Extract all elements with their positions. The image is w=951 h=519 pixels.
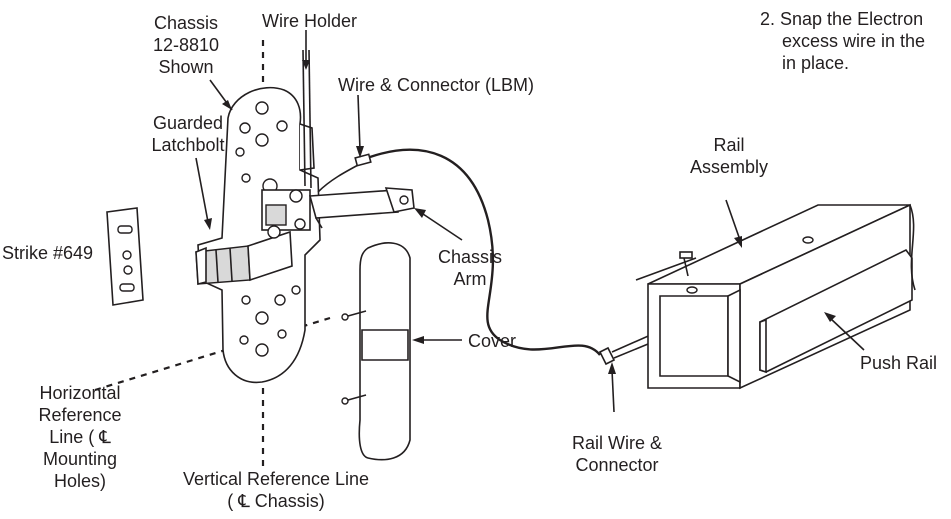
instruction-line-3: in place.: [782, 53, 850, 73]
rail-assembly: [647, 203, 916, 390]
instruction-line-2: excess wire in the: [782, 31, 926, 51]
rail-wire-label-line: Rail Wire &: [571, 433, 662, 453]
chassis-label-line: Shown: [158, 57, 214, 77]
horizontal-ref-label-line: Horizontal: [39, 383, 121, 403]
rail-assembly-label-line: Assembly: [689, 157, 769, 177]
latchbolt-label-line: Latchbolt: [151, 135, 225, 155]
cover: [341, 242, 411, 461]
strike-plate: [106, 207, 144, 306]
latchbolt-label-line: Guarded: [152, 113, 224, 133]
chassis-arm: [308, 187, 415, 229]
vertical-reference-label: Vertical Reference Line ( ℄ Chassis): [165, 468, 387, 512]
push-rail-label: Push Rail: [860, 353, 938, 373]
chassis-mechanism: [261, 49, 312, 239]
strike-label: Strike #649: [2, 243, 94, 263]
vertical-ref-label-line: ( ℄ Chassis): [227, 491, 325, 511]
wire-holder-label: Wire Holder: [262, 11, 358, 31]
vertical-ref-label-line: Vertical Reference Line: [182, 469, 370, 489]
instruction-line-1: 2. Snap the Electron: [760, 9, 924, 29]
horizontal-ref-label-line: Reference: [38, 405, 122, 425]
cover-label: Cover: [468, 331, 517, 351]
rail-wire-connector-label: Rail Wire & Connector: [562, 432, 672, 476]
chassis-arm-label-line: Arm: [453, 269, 487, 289]
wire-connector-lbm-label: Wire & Connector (LBM): [338, 75, 535, 95]
rail-wire-label-line: Connector: [575, 455, 659, 475]
leader-lines: [195, 30, 865, 413]
chassis-label-line: 12-8810: [152, 35, 220, 55]
chassis-label: Chassis 12-8810 Shown: [138, 12, 234, 78]
chassis-label-line: Chassis: [153, 13, 219, 33]
rail-assembly-label: Rail Assembly: [684, 134, 774, 178]
chassis-arm-label-line: Chassis: [437, 247, 503, 267]
chassis-arm-label: Chassis Arm: [430, 246, 510, 290]
rail-assembly-label-line: Rail: [713, 135, 745, 155]
horizontal-reference-label: Horizontal Reference Line ( ℄ Mounting H…: [28, 382, 132, 492]
horizontal-ref-label-line: Holes): [53, 471, 106, 491]
horizontal-ref-label-line: Line ( ℄: [49, 427, 111, 447]
horizontal-ref-label-line: Mounting: [42, 449, 118, 469]
guarded-latchbolt-label: Guarded Latchbolt: [142, 112, 234, 156]
